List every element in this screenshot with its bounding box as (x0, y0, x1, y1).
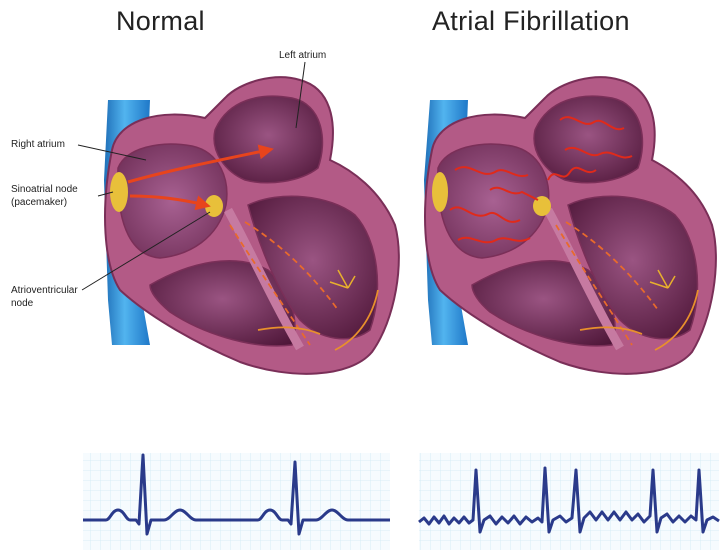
normal-heart (78, 62, 399, 374)
af-sinoatrial-node (432, 172, 448, 212)
af-heart (424, 77, 716, 374)
label-pacemaker: (pacemaker) (11, 197, 67, 209)
label-node: node (11, 298, 33, 310)
label-left-atrium: Left atrium (279, 50, 326, 62)
label-atrioventricular: Atrioventricular (11, 285, 78, 297)
label-right-atrium: Right atrium (11, 139, 65, 151)
af-ecg-strip (419, 453, 719, 550)
label-sinoatrial-node: Sinoatrial node (11, 184, 78, 196)
normal-left-atrium (214, 96, 322, 183)
normal-ecg-strip (83, 453, 390, 550)
af-left-atrium (534, 96, 642, 183)
